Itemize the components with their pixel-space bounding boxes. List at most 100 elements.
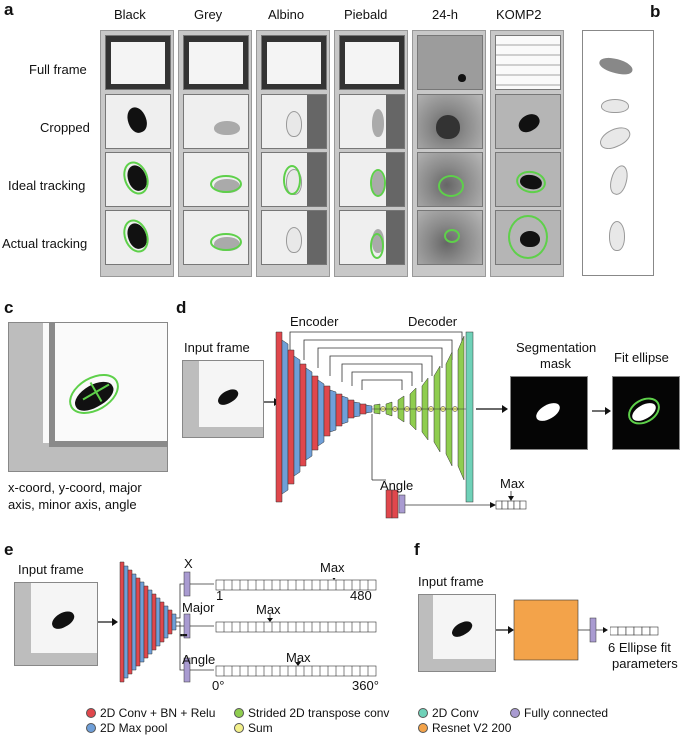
image-full-frame [105,35,171,90]
legend-label-transpose-conv: Strided 2D transpose conv [248,706,390,720]
encoder-blocks [275,331,373,503]
image-ideal-tracking [495,152,561,207]
legend-label-fully-connected: Fully connected [524,706,609,720]
image-ideal-tracking [261,152,327,207]
image-actual-tracking [183,210,249,265]
image-actual-tracking [261,210,327,265]
legend-dot-conv-bn-relu [86,708,96,718]
legend-label-2d-conv: 2D Conv [432,706,479,720]
segmentation-label-line1: Segmentation [516,340,597,355]
image-actual-tracking [339,210,405,265]
image-ideal-tracking [183,152,249,207]
panel-d-input-label: Input frame [184,340,250,355]
panel-label-d: d [176,298,187,317]
image-ideal-tracking [417,152,483,207]
encoder-decoder-network [264,331,527,519]
ellipsis-marker: ▪▪▪ [180,630,188,640]
image-full-frame [495,35,561,90]
column-header-piebald: Piebald [344,7,388,22]
panel-c-caption-line1: x-coord, y-coord, major [8,480,142,495]
panel-label-e: e [4,540,14,559]
x-axis-max: 480 [350,588,372,603]
strip-komp2 [490,30,564,277]
legend-label-resnet: Resnet V2 200 [432,721,512,735]
panel-f-output-vector [610,626,659,636]
strip-24h [412,30,486,277]
panel-label-a: a [4,0,14,19]
decoder-blocks [373,331,474,503]
segmentation-label-line2: mask [540,356,572,371]
panel-label-c: c [4,298,14,317]
panel-f-output-line2: parameters [612,656,678,671]
legend-dot-sum [234,723,244,733]
angle-label: Angle [380,478,414,493]
angle-max-label: Max [500,476,525,491]
column-header-black: Black [114,7,146,22]
legend-dot-2d-conv [418,708,428,718]
legend-label-conv-bn-relu: 2D Conv + BN + Relu [100,706,216,720]
column-header-grey: Grey [194,7,223,22]
image-ideal-tracking [339,152,405,207]
panel-f-network [496,599,608,661]
column-header-komp2: KOMP2 [496,7,542,22]
decoder-label: Decoder [408,314,458,329]
image-full-frame [261,35,327,90]
x-output-label: X [184,556,193,571]
row-label-cropped: Cropped [40,120,90,135]
image-cropped [417,94,483,149]
strip-grey [178,30,252,277]
panel-f-input-image [418,594,496,672]
row-label-actual-tracking: Actual tracking [2,236,88,251]
panel-b-mouse-poses [582,30,654,276]
image-actual-tracking [417,210,483,265]
panel-e-network [98,561,214,683]
panel-e-output-vectors [215,578,377,677]
panel-c-image [8,322,168,472]
legend-dot-fully-connected [510,708,520,718]
image-full-frame [417,35,483,90]
image-full-frame [339,35,405,90]
row-label-ideal-tracking: Ideal tracking [8,178,86,193]
image-cropped [339,94,405,149]
angle-axis-max: 360° [352,678,379,693]
fit-ellipse-label: Fit ellipse [614,350,669,365]
angle-output-label: Angle [182,652,216,667]
legend-label-sum: Sum [248,721,273,735]
image-cropped [261,94,327,149]
panel-c-caption-line2: axis, minor axis, angle [8,497,137,512]
fit-ellipse-image [612,376,680,450]
image-actual-tracking [105,210,171,265]
image-cropped [183,94,249,149]
image-cropped [495,94,561,149]
strip-albino [256,30,330,277]
panel-f-input-label: Input frame [418,574,484,589]
x-max-label: Max [320,560,345,575]
angle-axis-min: 0° [212,678,225,693]
encoder-label: Encoder [290,314,339,329]
panel-d-input-image [182,360,264,438]
row-label-full-frame: Full frame [29,62,87,77]
legend-dot-max-pool [86,723,96,733]
strip-black [100,30,174,277]
legend-dot-resnet [418,723,428,733]
legend-dot-transpose-conv [234,708,244,718]
panel-e-input-image [14,582,98,666]
angle-max-label-e: Max [286,650,311,665]
major-output-label: Major [182,600,215,615]
panel-label-f: f [414,540,420,559]
column-header-24h: 24-h [432,7,459,22]
panel-f-output-line1: 6 Ellipse fit [608,640,671,655]
legend-label-max-pool: 2D Max pool [100,721,168,735]
image-ideal-tracking [105,152,171,207]
panel-e-input-label: Input frame [18,562,84,577]
strip-piebald [334,30,408,277]
x-axis-min: 1 [216,588,224,603]
major-max-label: Max [256,602,281,617]
image-cropped [105,94,171,149]
image-actual-tracking [495,210,561,265]
segmentation-mask-image [510,376,588,450]
arrow-to-fit-ellipse [592,407,611,415]
panel-label-b: b [650,2,661,21]
column-header-albino: Albino [268,7,305,22]
image-full-frame [183,35,249,90]
